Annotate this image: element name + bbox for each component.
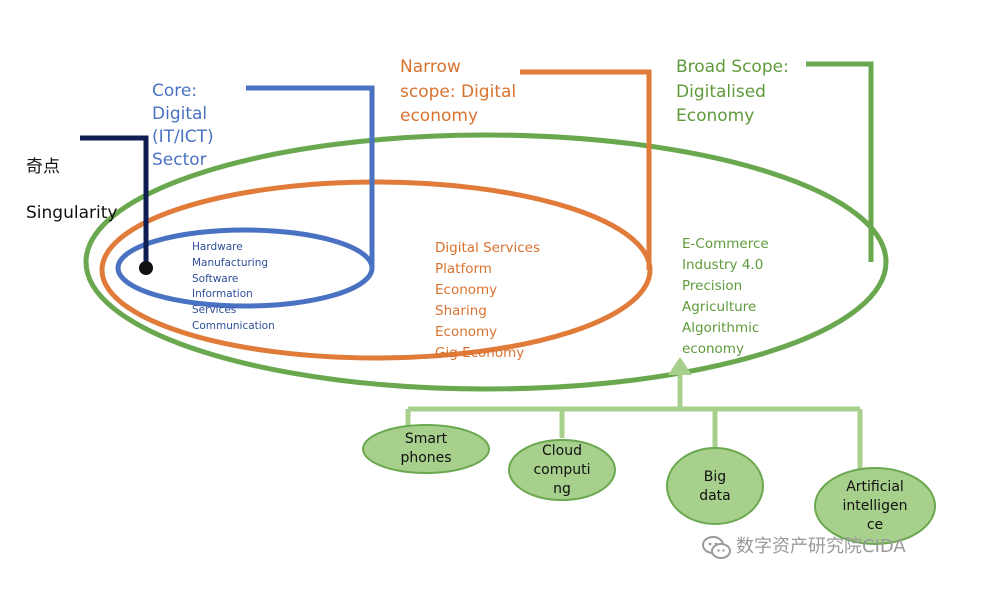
broad-items: E-Commerce Industry 4.0 Precision Agricu… [682, 236, 769, 357]
narrow-connector [520, 69, 652, 270]
node-smart-phones-label: Smart phones [400, 431, 452, 466]
narrow-scope-ellipse [99, 179, 653, 361]
core-title: Core: Digital (IT/ICT) Sector [152, 81, 214, 170]
up-arrow-icon [668, 357, 692, 375]
node-artificial-intelligence [814, 467, 936, 545]
core-connector [246, 85, 375, 268]
singularity-point [139, 261, 153, 275]
narrow-title: Narrow scope: Digital economy [400, 57, 517, 127]
narrow-items: Digital Services Platform Economy Sharin… [435, 240, 541, 361]
wechat-icon [702, 536, 731, 559]
broad-connector [806, 61, 874, 262]
singularity-label-en: Singularity [26, 202, 118, 223]
watermark-text: 数字资产研究院CIDA [736, 536, 906, 557]
broad-title: Broad Scope: Digitalised Economy [676, 57, 789, 127]
node-cloud-computing-label: Cloud computi ng [533, 443, 591, 497]
core-items: Hardware Manufacturing Software Informat… [192, 241, 275, 332]
node-cloud-computing [508, 439, 616, 501]
node-big-data-label: Big data [699, 469, 731, 504]
node-artificial-intelligence-label: Artificial intelligen ce [842, 479, 908, 533]
singularity-label: 奇点 Singularity [26, 133, 117, 248]
node-smart-phones [362, 424, 490, 474]
singularity-connector [80, 135, 149, 268]
node-big-data [666, 447, 764, 525]
broad-scope-ellipse [83, 132, 889, 392]
singularity-label-cn: 奇点 [26, 156, 60, 177]
technology-feeder [405, 372, 863, 470]
